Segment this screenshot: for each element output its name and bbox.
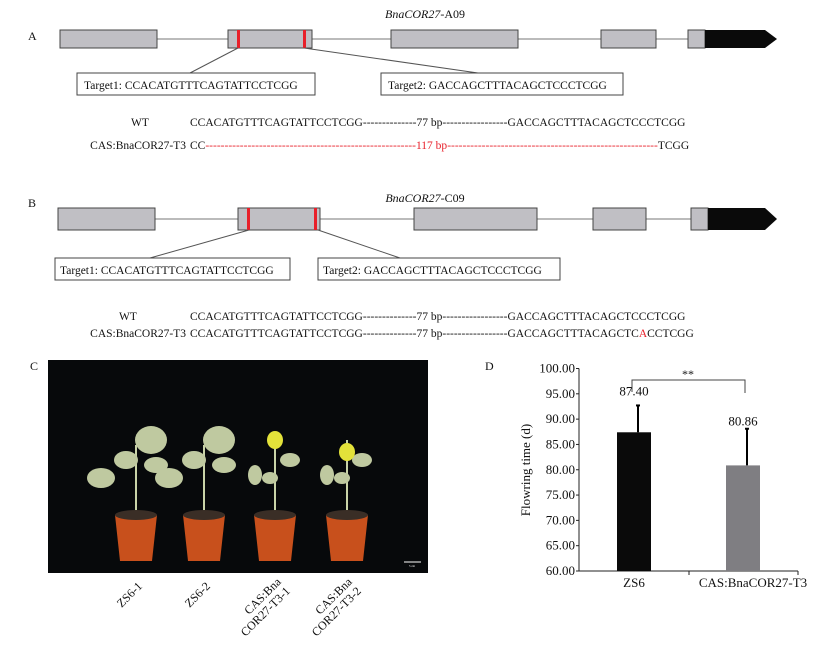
sample-label: ZS6-1 [114,579,145,610]
plant-leaf [334,472,350,484]
target1-box [76,72,316,96]
target2-label: Target2: GACCAGCTTTACAGCTCCCTCGG [388,80,607,92]
y-tick-label: 70.00 [546,512,575,527]
exon-1 [57,207,156,231]
pot-soil [115,510,157,520]
target2-site [303,30,306,48]
y-tick-label: 80.00 [546,462,575,477]
value-label: 87.40 [619,383,648,398]
plant-leaf [280,453,300,467]
target1-site [247,208,250,230]
target2-site [314,208,317,230]
utr-arrow [708,208,777,230]
plant-leaf [144,457,168,473]
y-tick-label: 90.00 [546,411,575,426]
significance-bracket [631,379,746,393]
plant-leaf [203,426,235,454]
exon-1 [59,29,158,49]
target2-box [317,257,561,281]
pot-soil [183,510,225,520]
bar-chart: 60.00 65.00 70.00 75.00 80.00 85.00 90.00 95.00… [518,361,807,591]
plants [87,426,372,561]
target1-box [54,257,291,281]
mutant-sequence: CCACATGTTTCAGTATTCCTCGG--------------77 … [190,328,694,340]
wt-sequence: CCACATGTTTCAGTATTCCTCGG--------------77 … [190,117,685,129]
bar [617,432,651,571]
mutant-sequence: CC--------------------------------------… [190,140,689,152]
panel-d: D 60.00 65.00 70.00 75.00 80.00 85.00 90.00 95.… [485,359,807,590]
y-tick-label: 95.00 [546,386,575,401]
plant-leaf [155,468,183,488]
plant-leaf [262,472,278,484]
mutant-label: CAS:BnaCOR27-T3 [90,328,186,340]
plant-leaf [352,453,372,467]
y-tick-label: 100.00 [539,361,575,376]
exon-2 [237,207,321,231]
exon-3 [390,29,519,49]
exon-4 [592,207,647,231]
sample-label: CAS:BnaCOR27-T3-2 [300,574,365,639]
flower-cluster [339,443,355,461]
exon-4 [600,29,657,49]
gene-title-c09: BnaCOR27-C09 [385,191,464,205]
panel-b: B BnaCOR27-C09 Target1: CCACATGTTTCAGTAT… [28,191,777,340]
plant-pot [254,515,296,561]
connector [189,47,239,74]
sample-label-line: ZS6-1 [114,579,145,610]
plant-pot [115,515,157,561]
connector [317,229,401,259]
plant-photo [48,360,428,573]
wt-label: WT [119,311,137,323]
sample-label-line: ZS6-2 [182,579,213,610]
y-axis-label: Flowring time (d) [518,424,533,516]
flower-cluster [267,431,283,449]
sample-label: ZS6-2 [182,579,213,610]
plant-pot [183,515,225,561]
pot-soil [254,510,296,520]
wt-sequence: CCACATGTTTCAGTATTCCTCGG--------------77 … [190,311,685,323]
panel-a-letter: A [28,29,37,43]
exon-2 [227,29,313,49]
wt-label: WT [131,117,149,129]
connector [149,229,250,259]
plant-leaf [182,451,206,469]
y-tick-label: 65.00 [546,538,575,553]
panel-c-letter: C [30,359,38,373]
target1-label: Target1: CCACATGTTTCAGTATTCCTCGG [60,265,274,277]
panel-a: A BnaCOR27-A09 Target1: CCACATGTTTCAGTAT… [28,7,777,152]
sample-label: CAS:BnaCOR27-T3-1 [229,574,294,639]
y-tick-label: 75.00 [546,487,575,502]
significance-label: ** [682,367,694,381]
plant-leaf [87,468,115,488]
pot-soil [326,510,368,520]
plant-leaf [248,465,262,485]
gene-title-a09: BnaCOR27-A09 [385,7,465,21]
exon-5 [690,207,709,231]
mutant-label: CAS:BnaCOR27-T3 [90,140,186,152]
scale-bar-label: 5 cm [409,564,416,568]
x-tick-label: ZS6 [623,575,645,590]
plant-pot [326,515,368,561]
bar [726,465,760,571]
plant-leaf [320,465,334,485]
target2-label: Target2: GACCAGCTTTACAGCTCCCTCGG [323,265,542,277]
exon-3 [413,207,538,231]
target1-site [237,30,240,48]
utr-arrow [705,30,777,48]
plant-leaf [114,451,138,469]
plant-leaf [135,426,167,454]
y-tick-label: 85.00 [546,436,575,451]
panel-b-letter: B [28,196,36,210]
connector [303,47,479,74]
target2-box [380,72,624,96]
panel-d-letter: D [485,359,494,373]
y-tick-label: 60.00 [546,563,575,578]
x-tick-label: CAS:BnaCOR27-T3 [699,575,807,590]
exon-5 [687,29,706,49]
plant-leaf [212,457,236,473]
target1-label: Target1: CCACATGTTTCAGTATTCCTCGG [84,80,298,92]
value-label: 80.86 [728,413,758,428]
